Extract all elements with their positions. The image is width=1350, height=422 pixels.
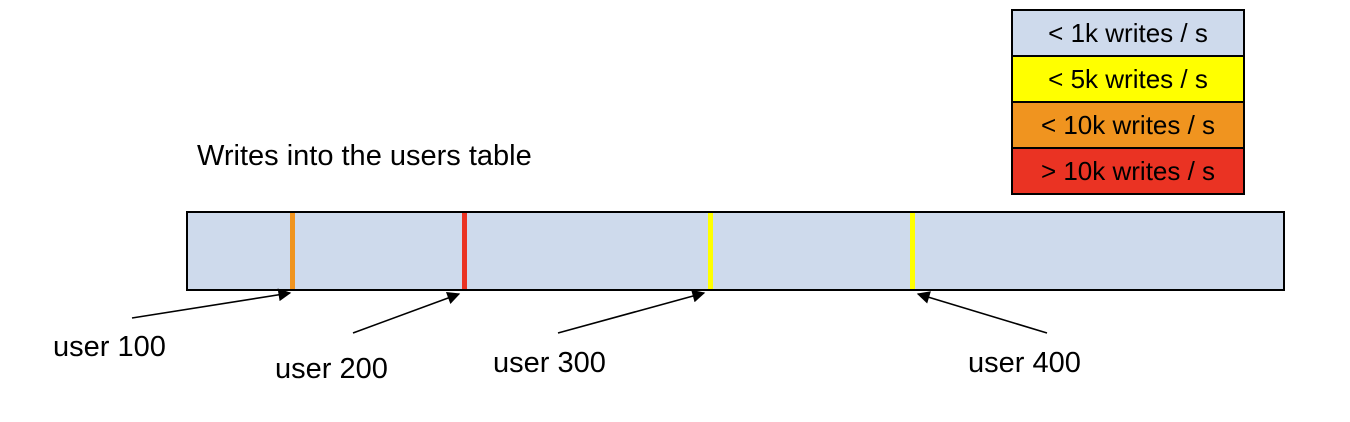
legend-item-lt-1k-label: < 1k writes / s [1048,18,1208,48]
legend-item-lt-1k: < 1k writes / s [1013,11,1243,57]
users-table-bar [186,211,1285,291]
legend-item-lt-5k: < 5k writes / s [1013,57,1243,103]
user-200-label: user 200 [275,353,388,385]
legend-item-lt-10k: < 10k writes / s [1013,103,1243,149]
hotspot-tick-user-100 [290,213,295,289]
legend-item-lt-5k-label: < 5k writes / s [1048,64,1208,94]
user-400-label: user 400 [968,347,1081,379]
user-100-label: user 100 [53,331,166,363]
diagram-title: Writes into the users table [197,140,532,172]
user-300-label: user 300 [493,347,606,379]
arrow-user-400 [916,291,1048,334]
arrow-user-300 [557,289,706,334]
arrow-user-100 [131,288,292,319]
legend-item-gt-10k: > 10k writes / s [1013,149,1243,193]
legend: < 1k writes / s < 5k writes / s < 10k wr… [1011,9,1245,195]
hotspot-tick-user-400 [910,213,915,289]
legend-item-gt-10k-label: > 10k writes / s [1040,156,1216,186]
hotspot-tick-user-300 [708,213,713,289]
legend-item-lt-10k-label: < 10k writes / s [1040,110,1216,140]
arrow-user-200 [352,291,461,334]
hotspot-tick-user-200 [462,213,467,289]
